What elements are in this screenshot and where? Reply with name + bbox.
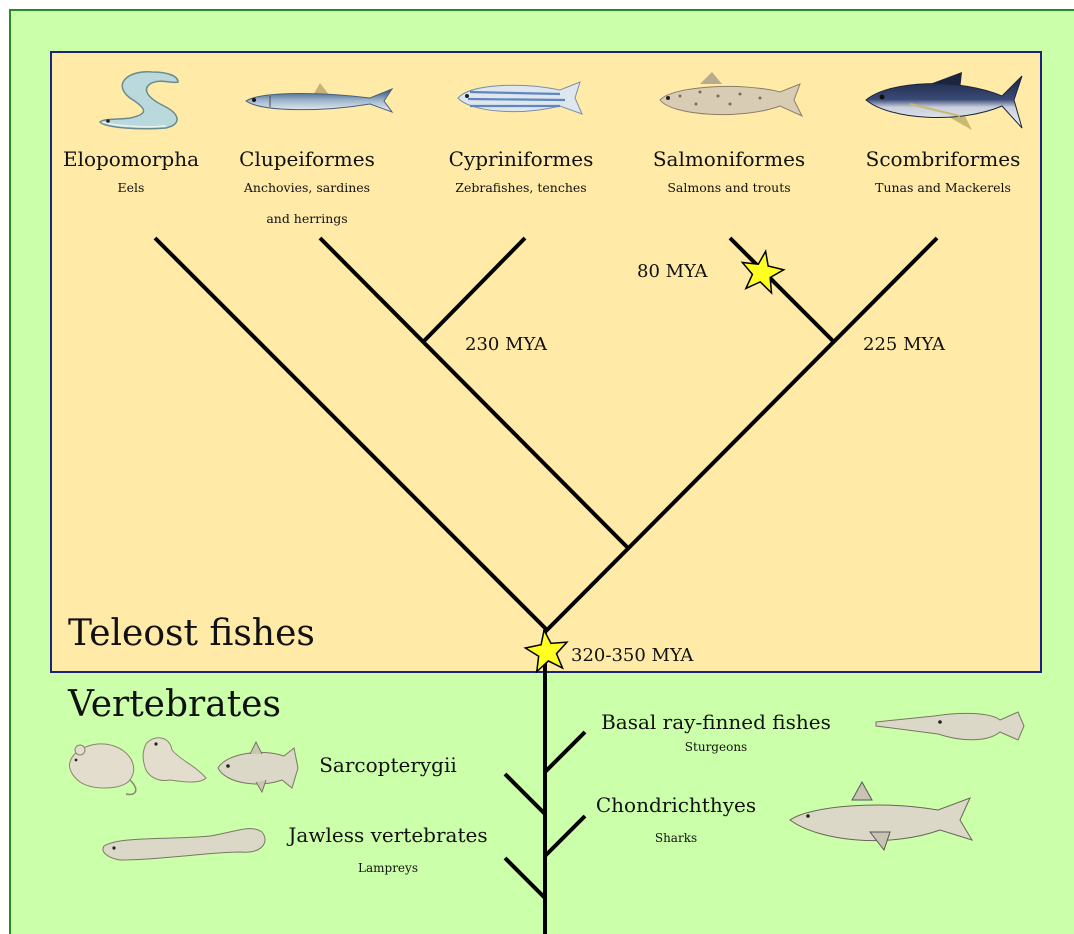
teleost-title: Teleost fishes (68, 613, 315, 654)
group-common-name: Sharks (655, 831, 697, 845)
group-name: Sarcopterygii (319, 753, 457, 777)
taxon-common-name: Zebrafishes, tenches (455, 180, 586, 195)
group-common-name: Lampreys (358, 861, 418, 875)
node-age-label: 230 MYA (465, 334, 548, 355)
group-name: Chondrichthyes (596, 793, 756, 817)
taxon-common-name: and herrings (266, 211, 347, 226)
vertebrates-title: Vertebrates (67, 684, 281, 725)
taxon-name: Scombriformes (866, 147, 1021, 171)
taxon-common-name: Eels (118, 180, 145, 195)
taxon-common-name: Salmons and trouts (667, 180, 790, 195)
group-name: Basal ray-finned fishes (601, 710, 831, 734)
node-age-label: 80 MYA (637, 261, 709, 282)
taxon-name: Elopomorpha (63, 147, 199, 171)
taxon-common-name: Tunas and Mackerels (875, 180, 1011, 195)
teleost-panel (51, 52, 1041, 672)
taxon-name: Cypriniformes (449, 147, 594, 171)
group-common-name: Sturgeons (685, 740, 747, 754)
node-age-label: 225 MYA (863, 334, 946, 355)
node-age-label: 320-350 MYA (571, 645, 694, 666)
taxon-name: Salmoniformes (653, 147, 805, 171)
group-name: Jawless vertebrates (286, 823, 487, 847)
taxon-name: Clupeiformes (239, 147, 375, 171)
taxon-common-name: Anchovies, sardines (243, 180, 370, 195)
